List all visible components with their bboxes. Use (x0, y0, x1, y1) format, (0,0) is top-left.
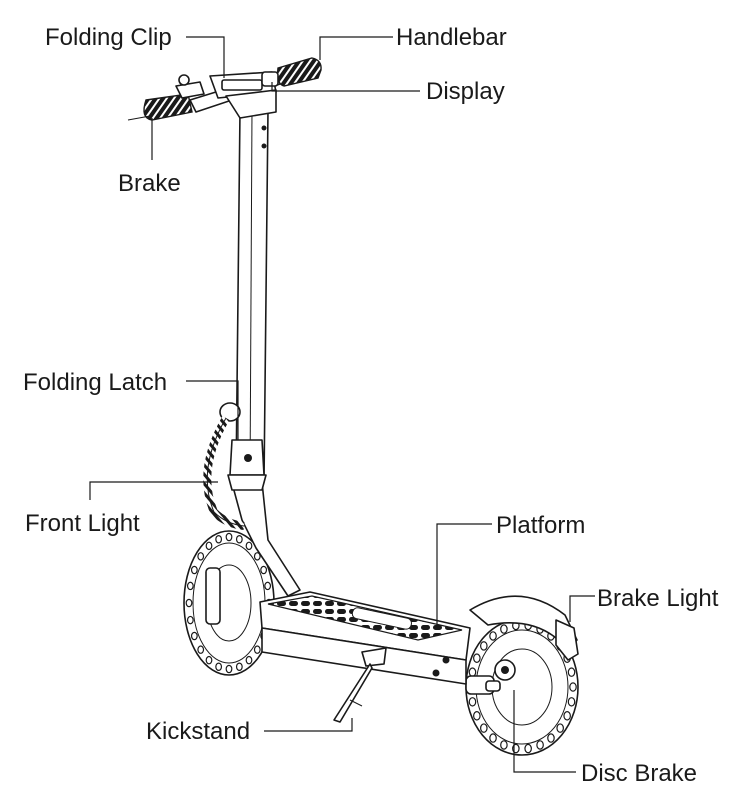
tire-hole (253, 552, 261, 561)
tire-hole (245, 541, 253, 551)
label-handlebar: Handlebar (396, 24, 507, 51)
tire-hole (567, 697, 576, 707)
tire-hole (547, 733, 555, 743)
stem (227, 109, 269, 491)
front-wheel (183, 530, 275, 676)
leader-front-light (89, 481, 218, 500)
tire-hole (264, 581, 272, 591)
kickstand-part (333, 647, 387, 723)
tire-hole (215, 535, 223, 544)
tire-hole (205, 541, 213, 551)
tire-hole (556, 723, 564, 733)
tire-hole (473, 653, 481, 663)
tire-hole (235, 535, 243, 544)
leader-handlebar (319, 36, 393, 60)
front-fork (231, 481, 301, 597)
tire-hole (197, 645, 205, 654)
leader-lines (89, 36, 595, 773)
tire-hole (500, 740, 508, 750)
disc-brake-part (465, 659, 516, 695)
leader-platform (436, 523, 492, 630)
label-display: Display (426, 78, 505, 105)
rear-wheel (465, 618, 579, 756)
tire-hole (186, 581, 194, 591)
tire-hole (245, 655, 253, 665)
tire-hole (190, 565, 198, 575)
label-brake: Brake (118, 170, 181, 197)
leader-folding-clip (186, 36, 225, 78)
tire-hole (489, 733, 497, 743)
handlebar-assembly (127, 57, 322, 121)
leader-folding-latch (186, 380, 239, 440)
tire-hole (524, 743, 532, 754)
folding-latch-part (203, 402, 245, 530)
tire-hole (468, 667, 477, 677)
leader-kickstand (264, 718, 353, 732)
leader-display (271, 82, 420, 92)
label-brake-light: Brake Light (597, 585, 719, 612)
tire-hole (563, 711, 571, 721)
label-kickstand: Kickstand (146, 718, 250, 745)
label-platform: Platform (496, 512, 585, 539)
label-folding-clip: Folding Clip (45, 24, 172, 51)
leader-disc-brake (513, 690, 576, 773)
label-disc-brake: Disc Brake (581, 760, 697, 787)
tire-hole (253, 645, 261, 654)
tire-hole (489, 631, 497, 641)
deck (259, 591, 471, 685)
tire-hole (235, 662, 243, 671)
tire-hole (190, 631, 198, 641)
leader-brake-light (569, 595, 595, 622)
tire-hole (567, 667, 576, 677)
tire-hole (569, 682, 577, 692)
tire-hole (186, 615, 194, 625)
tire-hole (480, 641, 488, 651)
tire-hole (473, 711, 481, 721)
scooter-illustration (127, 57, 579, 756)
tire-hole (215, 662, 223, 671)
tire-hole (185, 598, 193, 608)
tire-hole (225, 532, 233, 542)
label-folding-latch: Folding Latch (23, 369, 167, 396)
tire-hole (500, 624, 508, 634)
label-front-light: Front Light (25, 510, 140, 537)
tire-hole (468, 697, 477, 707)
tire-hole (205, 655, 213, 665)
tire-hole (536, 740, 544, 750)
tire-hole (197, 552, 205, 561)
labels: Folding Clip Handlebar Display Brake Fol… (23, 24, 719, 787)
brake-light-part (555, 619, 579, 661)
tire-hole (260, 565, 268, 575)
tire-hole (480, 723, 488, 733)
rear-fender (469, 595, 578, 651)
tire-hole (225, 664, 233, 674)
